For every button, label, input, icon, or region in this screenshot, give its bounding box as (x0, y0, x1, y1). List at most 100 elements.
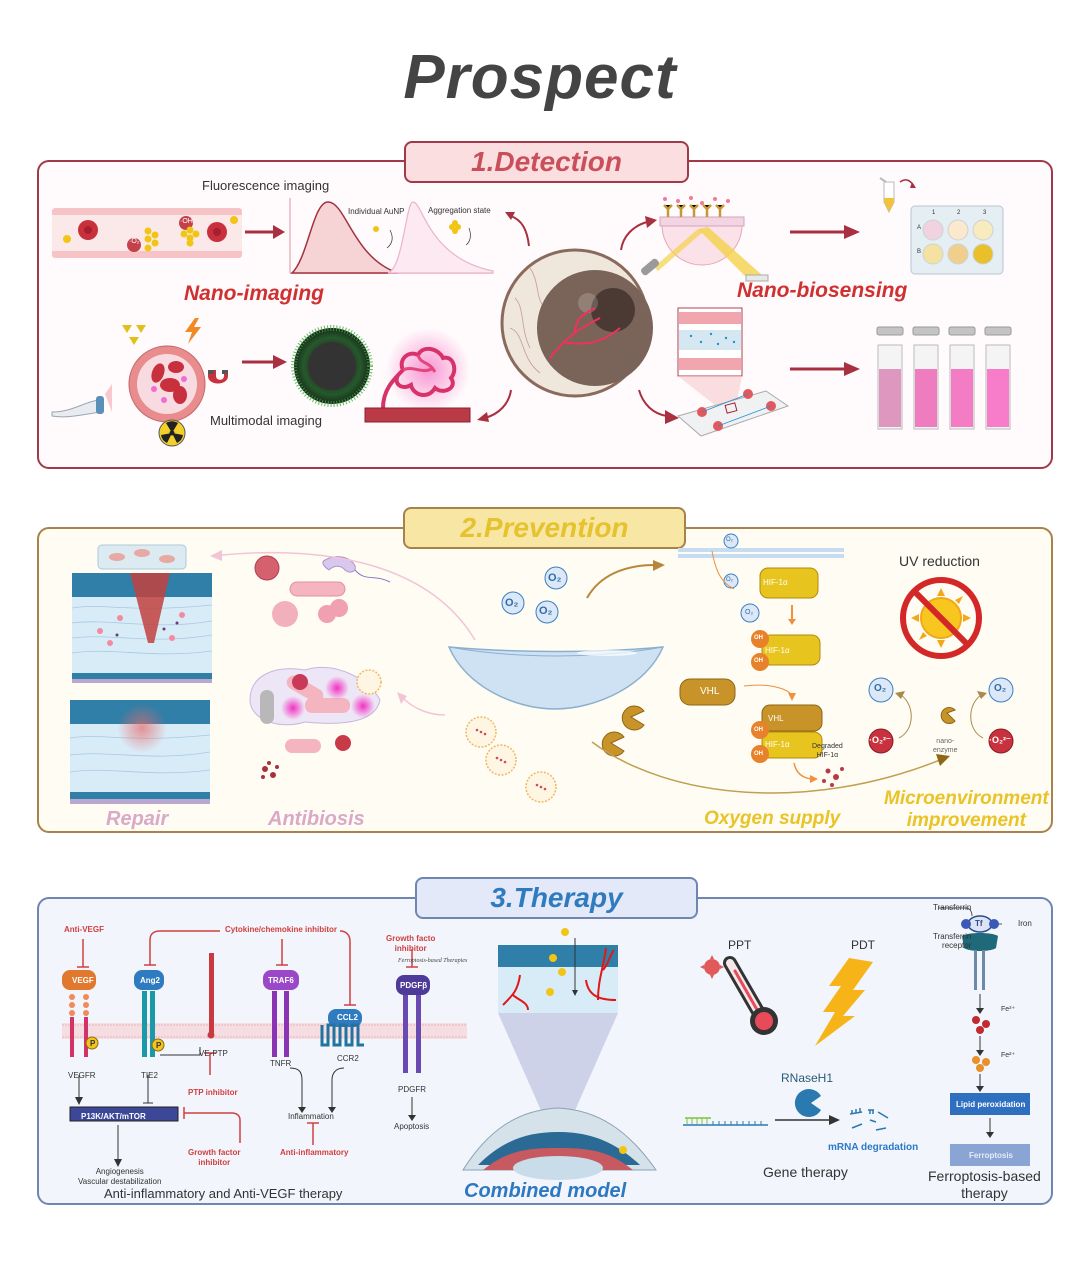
ferroptosis-small-label: Ferroptosis-based Therapies (398, 958, 468, 964)
nanozyme-icon (601, 705, 645, 757)
multimodal-imaging-label: Multimodal imaging (210, 413, 322, 428)
oh-label: OH (754, 751, 763, 757)
p-label: P (90, 1039, 96, 1048)
ptp-inhibitor-label: PTP inhibitor (188, 1088, 238, 1097)
ve-ptp-label: VE-PTP (199, 1049, 228, 1058)
combined-model-illustration (462, 928, 657, 1180)
aggregation-state-label: Aggregation state (428, 206, 491, 215)
cell-membrane-line (678, 548, 844, 558)
degraded-hif-label: Degraded HIF-1α (812, 742, 843, 760)
curved-arrow-icon (586, 560, 665, 599)
tf-label: Tf (975, 919, 983, 928)
hif-label: HIF-1α (765, 646, 790, 655)
curved-arrow-icon (638, 389, 679, 424)
o2-label: O₂ (874, 683, 887, 694)
microenvironment-title: Microenvironment improvement (884, 788, 1049, 832)
cuvette (912, 326, 940, 430)
cuvettes-illustration (876, 326, 1012, 430)
ferroptosis-pathway-diagram (938, 907, 1030, 1166)
pathway-label: P13K/AKT/mTOR (81, 1112, 146, 1121)
oxygen-supply-title: Oxygen supply (704, 808, 841, 829)
traf6-label: TRAF6 (268, 976, 294, 985)
growth-factor-inhibitor-label: Growth factor inhibitor (188, 1148, 240, 1168)
vhl-label: VHL (768, 714, 784, 723)
fe3-label: Fe³⁺ (1001, 1006, 1016, 1013)
tnfr-label: TNFR (270, 1059, 292, 1068)
gene-therapy-title: Gene therapy (763, 1164, 848, 1180)
mrna-fragments-icon (849, 1108, 889, 1131)
signaling-pathway-diagram (62, 930, 467, 1167)
curved-arrow-icon (620, 216, 657, 251)
vascular-network-icon (364, 328, 471, 423)
o2-label: O₂ (994, 683, 1007, 694)
rnaseh1-enzyme-icon (794, 1089, 821, 1117)
fluorescence-spectrum-chart (289, 198, 494, 274)
liposomes-illustration (465, 716, 557, 803)
nano-biosensing-title: Nano-biosensing (737, 279, 908, 302)
oh-radical-label: ·OH (180, 218, 193, 225)
tfr-line1: Transferrin (933, 932, 972, 941)
tfr-line2: receptor (942, 941, 972, 950)
hif-label: HIF-1α (765, 740, 790, 749)
radioactive-icon (158, 419, 186, 447)
cuvette (984, 326, 1012, 430)
ferroptosis-label: Ferroptosis (969, 1151, 1014, 1160)
nanozyme-line1: nano- (936, 738, 955, 745)
spr-sensor-illustration (640, 196, 769, 282)
o2-label: O₂ (548, 572, 562, 584)
arrow-right-icon (790, 225, 860, 239)
plate-row-b: B (917, 249, 922, 255)
rnaseh1-label: RNaseH1 (781, 1071, 834, 1085)
plate-well (972, 219, 994, 241)
fe2-label: Fe²⁺ (1001, 1052, 1016, 1059)
pdgfb-label: PDGFβ (400, 981, 428, 990)
degraded-line1: Degraded (812, 743, 843, 750)
pdt-label: PDT (851, 938, 875, 952)
plate-well (947, 243, 969, 265)
oh-label: OH (754, 727, 763, 733)
radiation-icon (122, 325, 146, 345)
combined-model-title: Combined model (464, 1180, 627, 1202)
bacteria-cluster-illustration (249, 666, 381, 726)
plate-well (922, 243, 944, 265)
no-uv-icon (900, 577, 982, 659)
microcentrifuge-tube-icon (879, 177, 916, 214)
oxygen-molecules-icon (501, 566, 568, 624)
nano-imaging-title: Nano-imaging (184, 282, 324, 305)
oh-label: OH (754, 658, 763, 664)
outcome-line1: Angiogenesis (95, 1167, 144, 1176)
nanozyme-line2: enzyme (933, 747, 958, 754)
nanozyme-cycle-diagram (868, 677, 1014, 754)
eyeball-illustration (500, 248, 653, 398)
transferrin-receptor-label: Transferrin receptor (933, 932, 971, 950)
lightning-icon (185, 318, 201, 344)
iron-label: Iron (1018, 919, 1032, 928)
ang2-label: Ang2 (140, 976, 160, 985)
microfluidic-chip-illustration (676, 307, 790, 437)
ccr2-label: CCR2 (337, 1054, 359, 1063)
repair-title: Repair (106, 808, 169, 830)
micro-line2: improvement (906, 810, 1026, 831)
anti-vegf-label: Anti-VEGF (64, 925, 104, 934)
arrow-right-icon (790, 362, 860, 376)
magnet-icon (208, 370, 228, 384)
cytokine-inhibitor-label: Cytokine/chemokine inhibitor (225, 925, 338, 934)
liposome-icon (356, 669, 382, 695)
uv-reduction-label: UV reduction (899, 553, 980, 569)
growth-facto-inhibitor-label: Growth facto inhibitor (386, 934, 435, 954)
micro-line1: Microenvironment (884, 788, 1049, 809)
vegfr-label: VEGFR (68, 1071, 96, 1080)
contact-lens-illustration (447, 646, 665, 710)
nanozyme-label: nano- enzyme (933, 737, 958, 755)
healed-tissue-illustration (69, 700, 211, 804)
curved-arrow-icon (397, 692, 446, 716)
ferro-title-line2: therapy (961, 1185, 1008, 1201)
superoxide-label: ·O₂²⁻ (989, 735, 1011, 745)
superoxide-label: ·O₂ (129, 238, 140, 245)
o2-label: O₂ (505, 597, 519, 609)
plate-row-a: A (917, 225, 922, 231)
growth-factor-line2: inhibitor (198, 1158, 231, 1167)
o2-label: O₂ (726, 577, 733, 583)
transferrin-label: Transferrin (933, 903, 972, 912)
pdgfr-label: PDGFR (398, 1085, 426, 1094)
